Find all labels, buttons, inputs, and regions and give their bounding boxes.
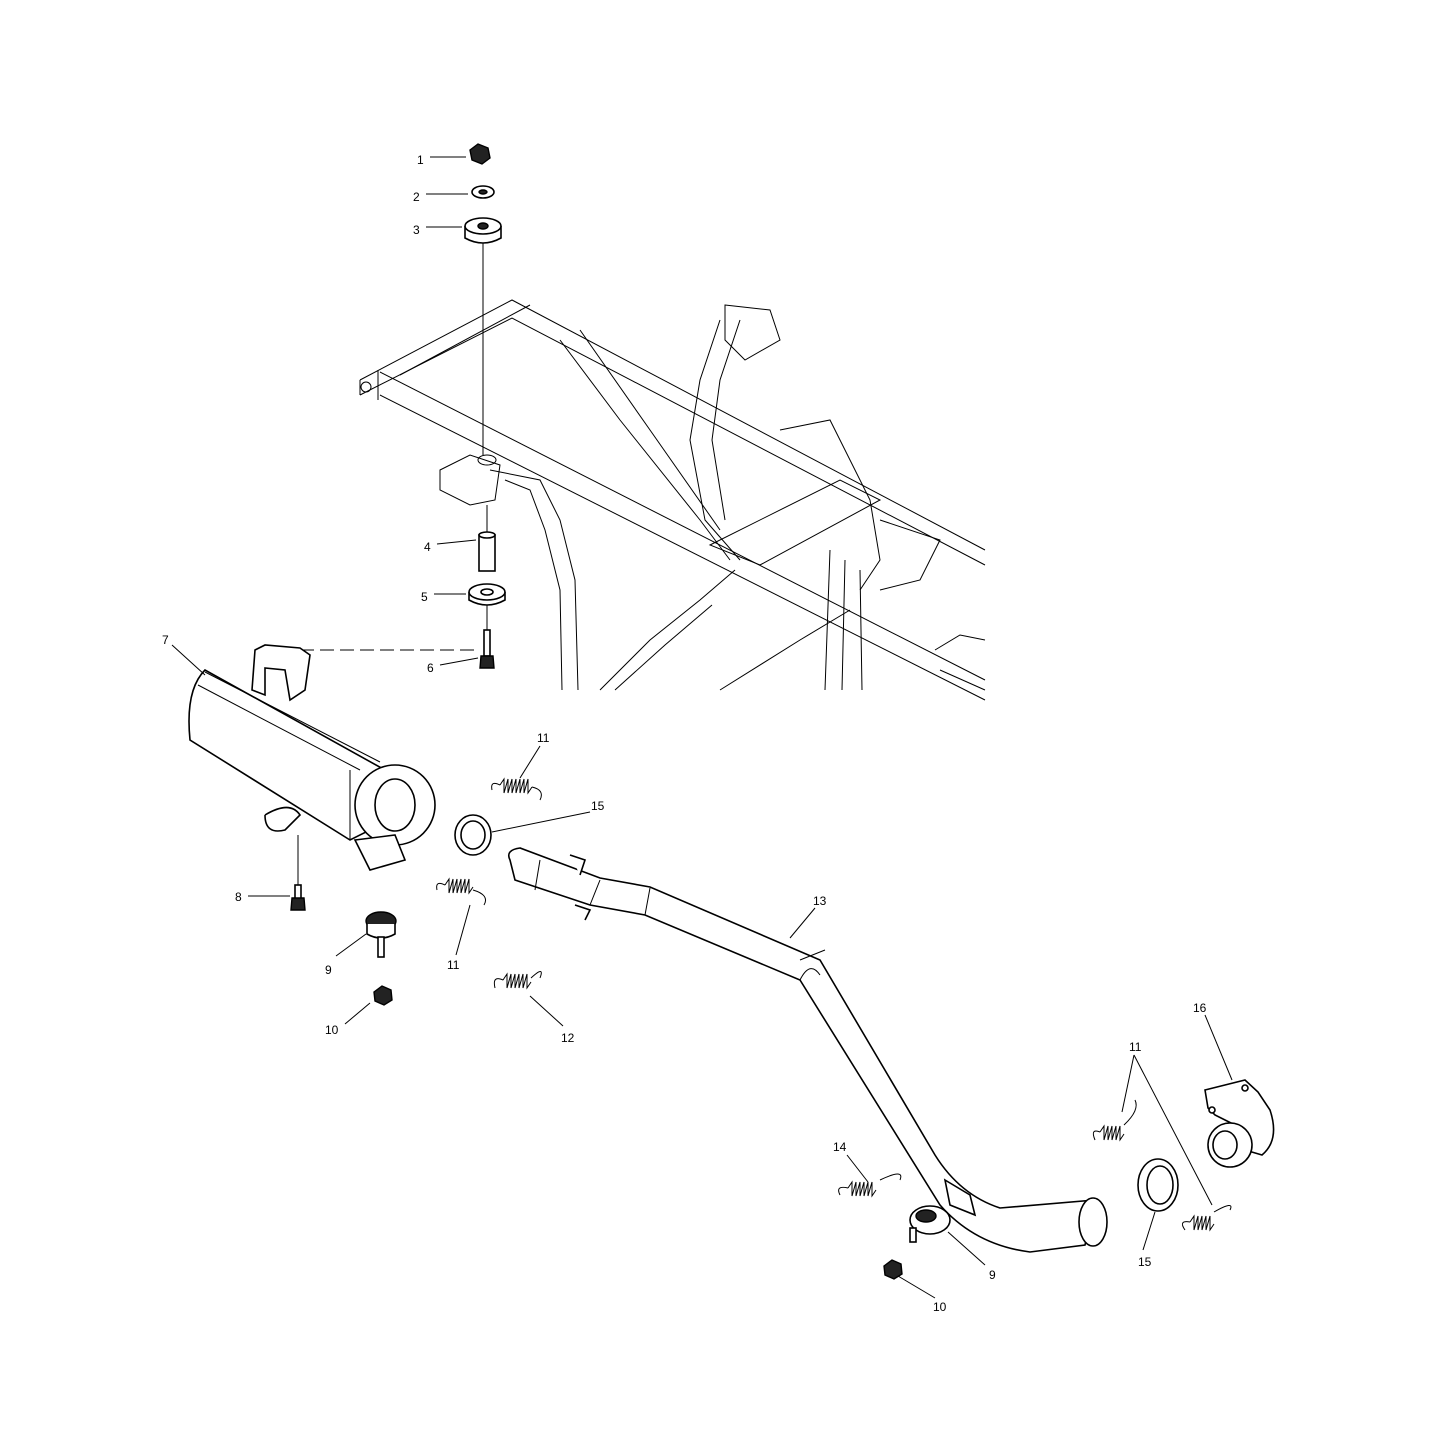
bolt-part-8 — [290, 884, 306, 911]
spring-part-11d — [1181, 1205, 1232, 1232]
bushing-part-3 — [464, 217, 502, 244]
callout-10: 10 — [933, 1300, 947, 1314]
nut-part-10a — [373, 985, 393, 1006]
nut-part-1 — [469, 143, 491, 165]
spacer-part-4 — [478, 531, 496, 572]
head-pipe-part-13 — [507, 847, 1108, 1253]
callout-11: 11 — [447, 958, 460, 972]
grommet-part-9a — [365, 911, 397, 958]
callout-14: 14 — [833, 1140, 847, 1154]
washer-part-2 — [471, 185, 495, 199]
flange-part-16 — [1204, 1079, 1275, 1168]
callout-12: 12 — [561, 1031, 575, 1045]
spring-part-12 — [493, 971, 542, 990]
callout-1: 1 — [417, 153, 424, 167]
callout-9: 9 — [989, 1268, 996, 1282]
callout-15: 15 — [1138, 1255, 1152, 1269]
washer-part-5 — [468, 583, 506, 606]
callout-3: 3 — [413, 223, 420, 237]
callout-7: 7 — [162, 633, 169, 647]
callout-15: 15 — [591, 799, 605, 813]
callout-leaders — [171, 156, 1233, 1299]
callout-11: 11 — [537, 731, 550, 745]
callout-2: 2 — [413, 190, 420, 204]
callout-5: 5 — [421, 590, 428, 604]
spring-part-11b — [436, 877, 487, 906]
spring-part-14 — [838, 1173, 902, 1198]
callout-9: 9 — [325, 963, 332, 977]
callout-6: 6 — [427, 661, 434, 675]
spring-part-11a — [491, 777, 542, 801]
callout-10: 10 — [325, 1023, 339, 1037]
callout-13: 13 — [813, 894, 827, 908]
grommet-part-9b — [909, 1205, 951, 1243]
vehicle-frame — [359, 299, 986, 701]
callout-8: 8 — [235, 890, 242, 904]
gasket-part-15a — [454, 814, 492, 856]
bolt-part-6 — [479, 629, 495, 669]
gasket-part-15b — [1137, 1158, 1179, 1212]
muffler-part-7 — [188, 644, 436, 871]
callout-11: 11 — [1129, 1040, 1142, 1054]
nut-part-10b — [883, 1259, 903, 1280]
spring-part-11c — [1092, 1099, 1137, 1142]
callout-4: 4 — [424, 540, 431, 554]
callout-16: 16 — [1193, 1001, 1207, 1015]
